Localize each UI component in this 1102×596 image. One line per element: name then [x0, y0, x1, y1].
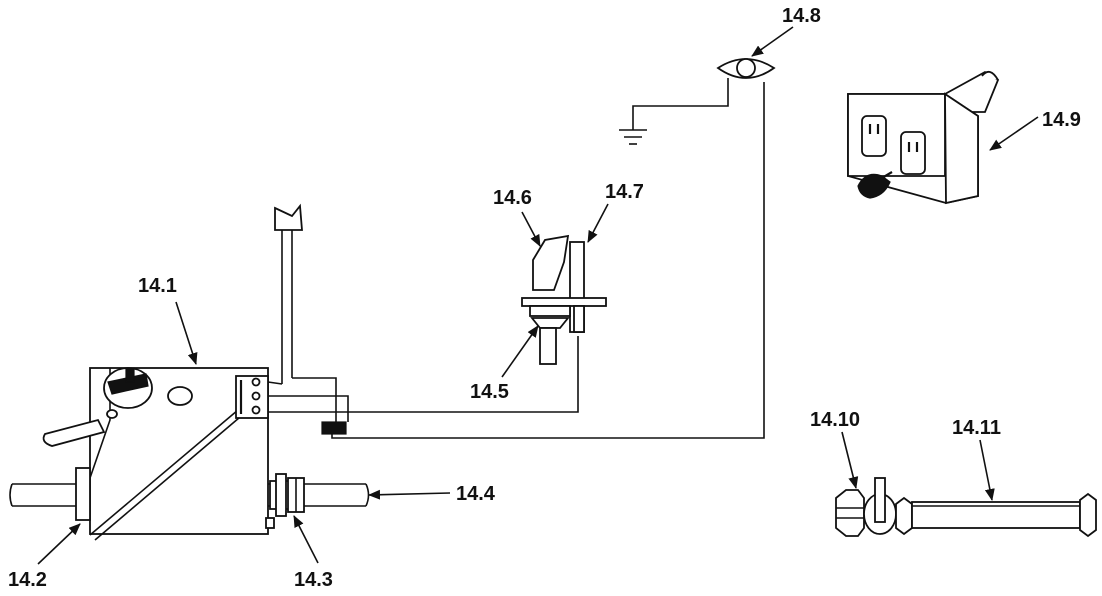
gas-connector [835, 477, 1097, 538]
callout-14-9: 14.9 [1042, 109, 1081, 131]
pilot-assembly [521, 234, 607, 365]
callout-14-5: 14.5 [470, 381, 509, 403]
callout-14-2: 14.2 [8, 569, 47, 591]
wire-connector [321, 421, 347, 435]
callout-14-7: 14.7 [605, 181, 644, 203]
callout-14-8: 14.8 [782, 5, 821, 27]
gas-valve [42, 367, 275, 541]
callout-14-10: 14.10 [810, 409, 860, 431]
outlet-pipe [268, 473, 370, 517]
callout-14-1: 14.1 [138, 275, 177, 297]
pilot-hood [532, 234, 570, 291]
callout-14-11: 14.11 [952, 417, 1001, 439]
callout-14-6: 14.6 [493, 187, 532, 209]
pilot-bracket [521, 297, 607, 307]
callout-14-4: 14.4 [456, 483, 496, 505]
inlet-pipe [9, 467, 91, 521]
igniter-ground [619, 58, 776, 145]
wiring [267, 82, 765, 439]
callout-14-3: 14.3 [294, 569, 333, 591]
leader-arrows [37, 26, 1039, 565]
power-plug [857, 173, 891, 199]
valve-lever [42, 418, 106, 447]
electrical-outlet [847, 70, 1000, 205]
